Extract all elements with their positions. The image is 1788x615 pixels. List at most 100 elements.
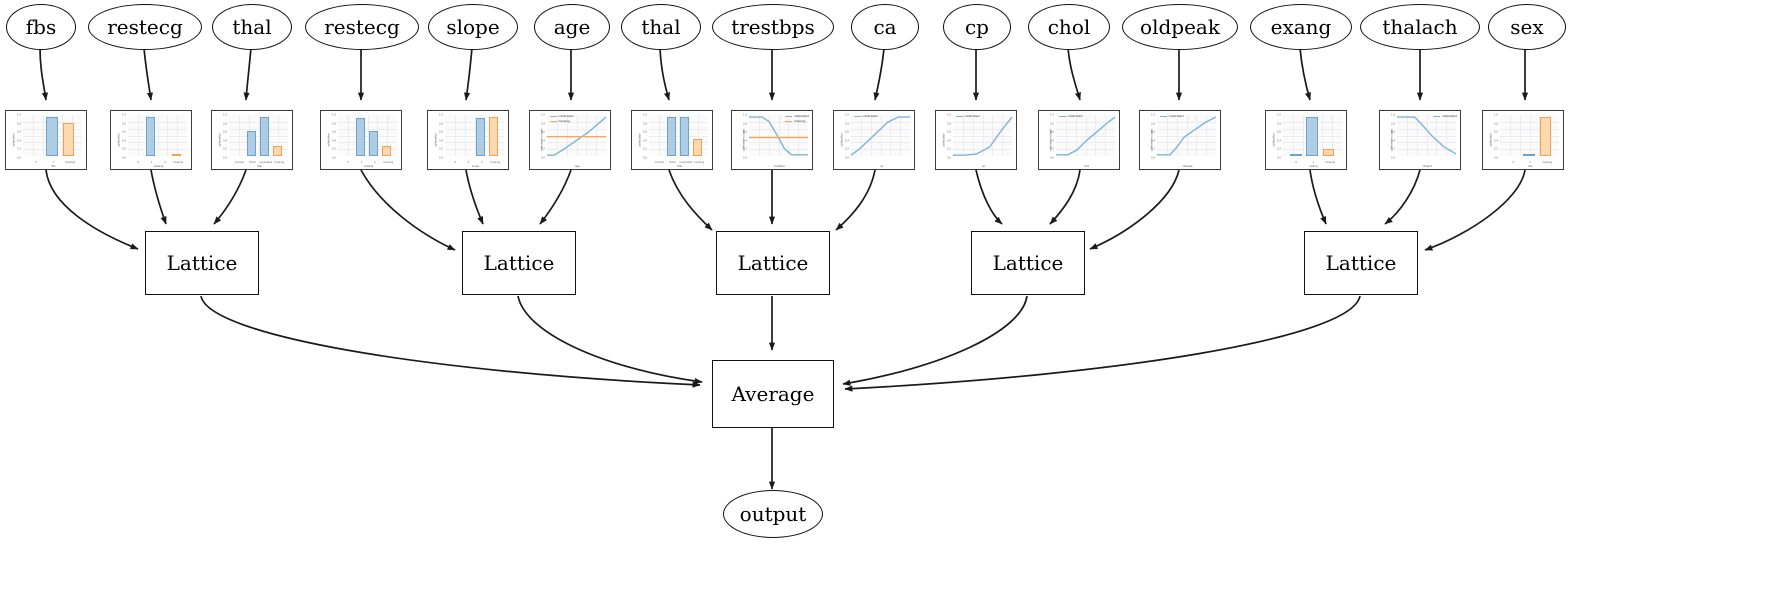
y-tick-label: 0.2 xyxy=(17,147,21,151)
y-tick-label: 0.2 xyxy=(1151,147,1155,151)
y-tick-label: 0.0 xyxy=(439,156,443,160)
y-tick-label: 1.0 xyxy=(122,113,126,117)
y-tick-label: 0.0 xyxy=(17,156,21,160)
feature-node-trestbps[interactable]: trestbps xyxy=(712,4,834,50)
feature-label: oldpeak xyxy=(1140,15,1220,39)
feature-node-restecg-2[interactable]: restecg xyxy=(305,4,419,50)
y-tick-label: 0.0 xyxy=(743,156,747,160)
y-tick-label: 0.0 xyxy=(223,156,227,160)
feature-node-chol[interactable]: chol xyxy=(1028,4,1110,50)
y-tick-label: 0.6 xyxy=(1494,130,1498,134)
feature-node-restecg-1[interactable]: restecg xyxy=(88,4,202,50)
legend-text: missing xyxy=(793,119,806,123)
y-tick-label: 1.0 xyxy=(1277,113,1281,117)
y-tick-label: 1.0 xyxy=(223,113,227,117)
feature-label: fbs xyxy=(25,15,57,39)
y-tick-label: 0.2 xyxy=(743,147,747,151)
y-tick-label: 0.4 xyxy=(643,139,647,143)
lattice-node-2[interactable]: Lattice xyxy=(716,231,830,295)
y-tick-label: 0.8 xyxy=(845,122,849,126)
feature-node-oldpeak[interactable]: oldpeak xyxy=(1122,4,1238,50)
feature-node-fbs[interactable]: fbs xyxy=(6,4,76,50)
legend-swatch-icon xyxy=(785,115,793,118)
x-tick-label: 0 xyxy=(347,161,350,164)
feature-node-thalach[interactable]: thalach xyxy=(1360,4,1480,50)
y-tick-label: 0.4 xyxy=(332,139,336,143)
lattice-node-0[interactable]: Lattice xyxy=(145,231,259,295)
feature-label: cp xyxy=(964,15,989,39)
bar-1 xyxy=(146,117,156,156)
legend-entry-calibrated: calibrated xyxy=(1160,114,1184,119)
x-axis-label: restecg xyxy=(363,165,374,168)
bar-missing xyxy=(1539,117,1552,156)
feature-node-slope[interactable]: slope xyxy=(428,4,518,50)
bar-1 xyxy=(46,117,59,156)
feature-node-thal-2[interactable]: thal xyxy=(621,4,701,50)
output-node[interactable]: output xyxy=(723,490,823,538)
x-tick-label: 1 xyxy=(1529,161,1531,164)
feature-node-sex[interactable]: sex xyxy=(1488,4,1566,50)
y-axis-label: calibrated output xyxy=(1390,128,1394,152)
y-tick-label: 0.0 xyxy=(643,156,647,160)
lattice-label: Lattice xyxy=(166,251,238,275)
x-tick-label: 2 xyxy=(374,161,376,164)
x-tick-label: 1 xyxy=(150,161,153,164)
feature-node-thal-1[interactable]: thal xyxy=(212,4,292,50)
lattice-node-1[interactable]: Lattice xyxy=(462,231,576,295)
y-tick-label: 0.6 xyxy=(122,130,126,134)
plot-lines xyxy=(749,115,808,156)
x-tick-label: 2 xyxy=(164,161,166,164)
plot-area xyxy=(953,115,1012,156)
y-tick-label: 0.2 xyxy=(223,147,227,151)
x-tick-label: missing xyxy=(1542,161,1553,164)
series-calibrated xyxy=(547,117,606,155)
feature-label: thal xyxy=(641,15,681,39)
y-tick-label: 0.8 xyxy=(1277,122,1281,126)
y-tick-label: 0.0 xyxy=(1277,156,1281,160)
y-tick-label: 0.2 xyxy=(541,147,545,151)
lattice-node-3[interactable]: Lattice xyxy=(971,231,1085,295)
lattice-label: Lattice xyxy=(1325,251,1397,275)
y-tick-label: 1.0 xyxy=(439,113,443,117)
y-tick-label: 0.2 xyxy=(1050,147,1054,151)
y-axis-label: calibration xyxy=(327,133,331,147)
y-tick-label: 0.4 xyxy=(1277,139,1281,143)
feature-node-age[interactable]: age xyxy=(534,4,610,50)
bar-fixed xyxy=(247,131,257,156)
y-tick-label: 0.6 xyxy=(1277,130,1281,134)
feature-node-cp[interactable]: cp xyxy=(943,4,1011,50)
plot-area xyxy=(1157,115,1216,156)
feature-node-exang[interactable]: exang xyxy=(1250,4,1352,50)
feature-node-ca[interactable]: ca xyxy=(851,4,919,50)
legend-text: calibrated xyxy=(1168,114,1184,118)
plot-gridlines xyxy=(1056,115,1115,156)
y-axis-label: calibration xyxy=(840,133,844,147)
bar-missing xyxy=(62,123,75,156)
plot-lines xyxy=(851,115,910,156)
average-node[interactable]: Average xyxy=(712,360,834,428)
bar-2 xyxy=(476,118,486,156)
x-tick-label: 0 xyxy=(454,161,457,164)
y-tick-label: 0.8 xyxy=(643,122,647,126)
bar-1 xyxy=(356,118,366,156)
y-tick-label: 0.2 xyxy=(845,147,849,151)
x-tick-label: missing xyxy=(490,161,501,164)
legend-swatch-icon xyxy=(1059,115,1066,118)
bar-fixed xyxy=(667,117,677,156)
lattice-node-4[interactable]: Lattice xyxy=(1304,231,1418,295)
